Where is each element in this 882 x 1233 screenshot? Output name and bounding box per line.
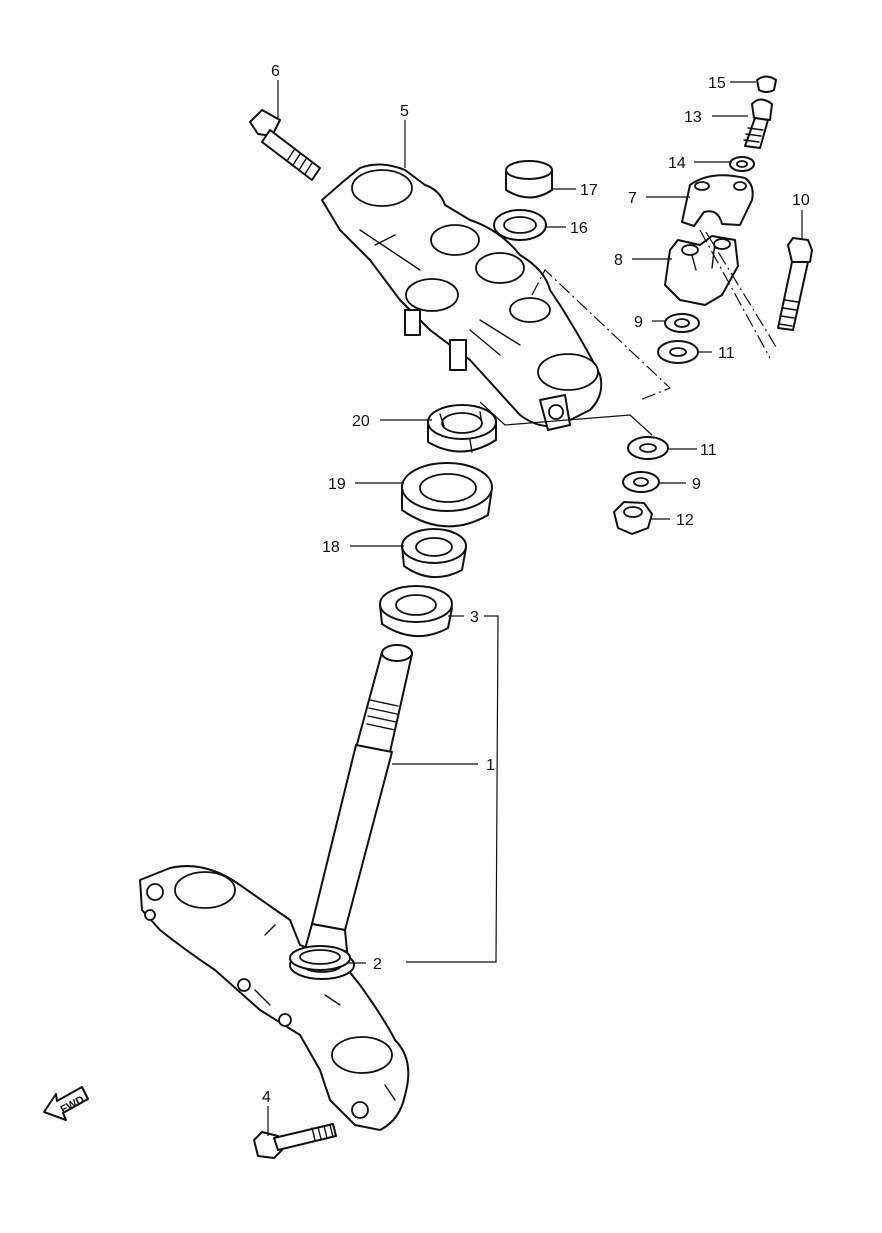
- label-part-18: 18: [322, 539, 340, 556]
- part-19-dust-seal: [401, 462, 493, 528]
- label-part-17: 17: [580, 182, 598, 199]
- label-part-10: 10: [792, 192, 810, 209]
- part-12-nut: [613, 501, 653, 535]
- label-part-1: 1: [486, 757, 495, 774]
- label-part-5: 5: [400, 103, 409, 120]
- forward-direction-arrow: FWD: [43, 1086, 89, 1121]
- part-11-washer-upper: [657, 340, 699, 364]
- label-part-8: 8: [614, 252, 623, 269]
- part-14-washer: [729, 156, 755, 172]
- part-20-stem-nut: [427, 404, 497, 453]
- part-6-bolt: [249, 109, 321, 181]
- label-part-7: 7: [628, 190, 637, 207]
- part-16-washer: [493, 209, 547, 241]
- part-13-bolt: [743, 98, 773, 149]
- label-part-20: 20: [352, 413, 370, 430]
- part-17-cap: [505, 160, 553, 199]
- part-2-dust-seal: [289, 945, 351, 971]
- label-part-14: 14: [668, 155, 686, 172]
- part-number-labels: 6 5 15 13 14 7 10 17 16 8 9 11 20 11 19 …: [262, 63, 810, 1106]
- label-part-13: 13: [684, 109, 702, 126]
- part-9-washer-upper: [664, 313, 700, 333]
- part-15-cap: [756, 75, 777, 93]
- label-part-2: 2: [373, 956, 382, 973]
- label-part-4: 4: [262, 1089, 271, 1106]
- label-part-11-lower: 11: [700, 442, 717, 459]
- part-9-washer-lower: [622, 471, 660, 493]
- part-4-bolt: [253, 1123, 337, 1159]
- label-part-12: 12: [676, 512, 694, 529]
- part-10-long-bolt: [777, 237, 813, 331]
- part-5-upper-bracket: [321, 163, 603, 431]
- part-11-washer-lower: [627, 436, 669, 460]
- label-part-11-upper: 11: [718, 345, 735, 362]
- part-7-handlebar-holder-upper: [681, 174, 754, 227]
- label-part-15: 15: [708, 75, 726, 92]
- part-1-steering-stem: [301, 644, 413, 963]
- part-3-bearing-lower: [379, 585, 453, 638]
- assembly-lines: [479, 229, 779, 436]
- label-part-6: 6: [271, 63, 280, 80]
- part-1-lower-bracket: [139, 865, 410, 1131]
- label-part-9-upper: 9: [634, 314, 643, 331]
- part-18-bearing-upper: [401, 528, 467, 579]
- leader-lines: [267, 80, 803, 1136]
- label-part-16: 16: [570, 220, 588, 237]
- label-part-9-lower: 9: [692, 476, 701, 493]
- label-part-3: 3: [470, 609, 479, 626]
- label-part-19: 19: [328, 476, 346, 493]
- part-8-handlebar-holder-lower: [664, 235, 739, 306]
